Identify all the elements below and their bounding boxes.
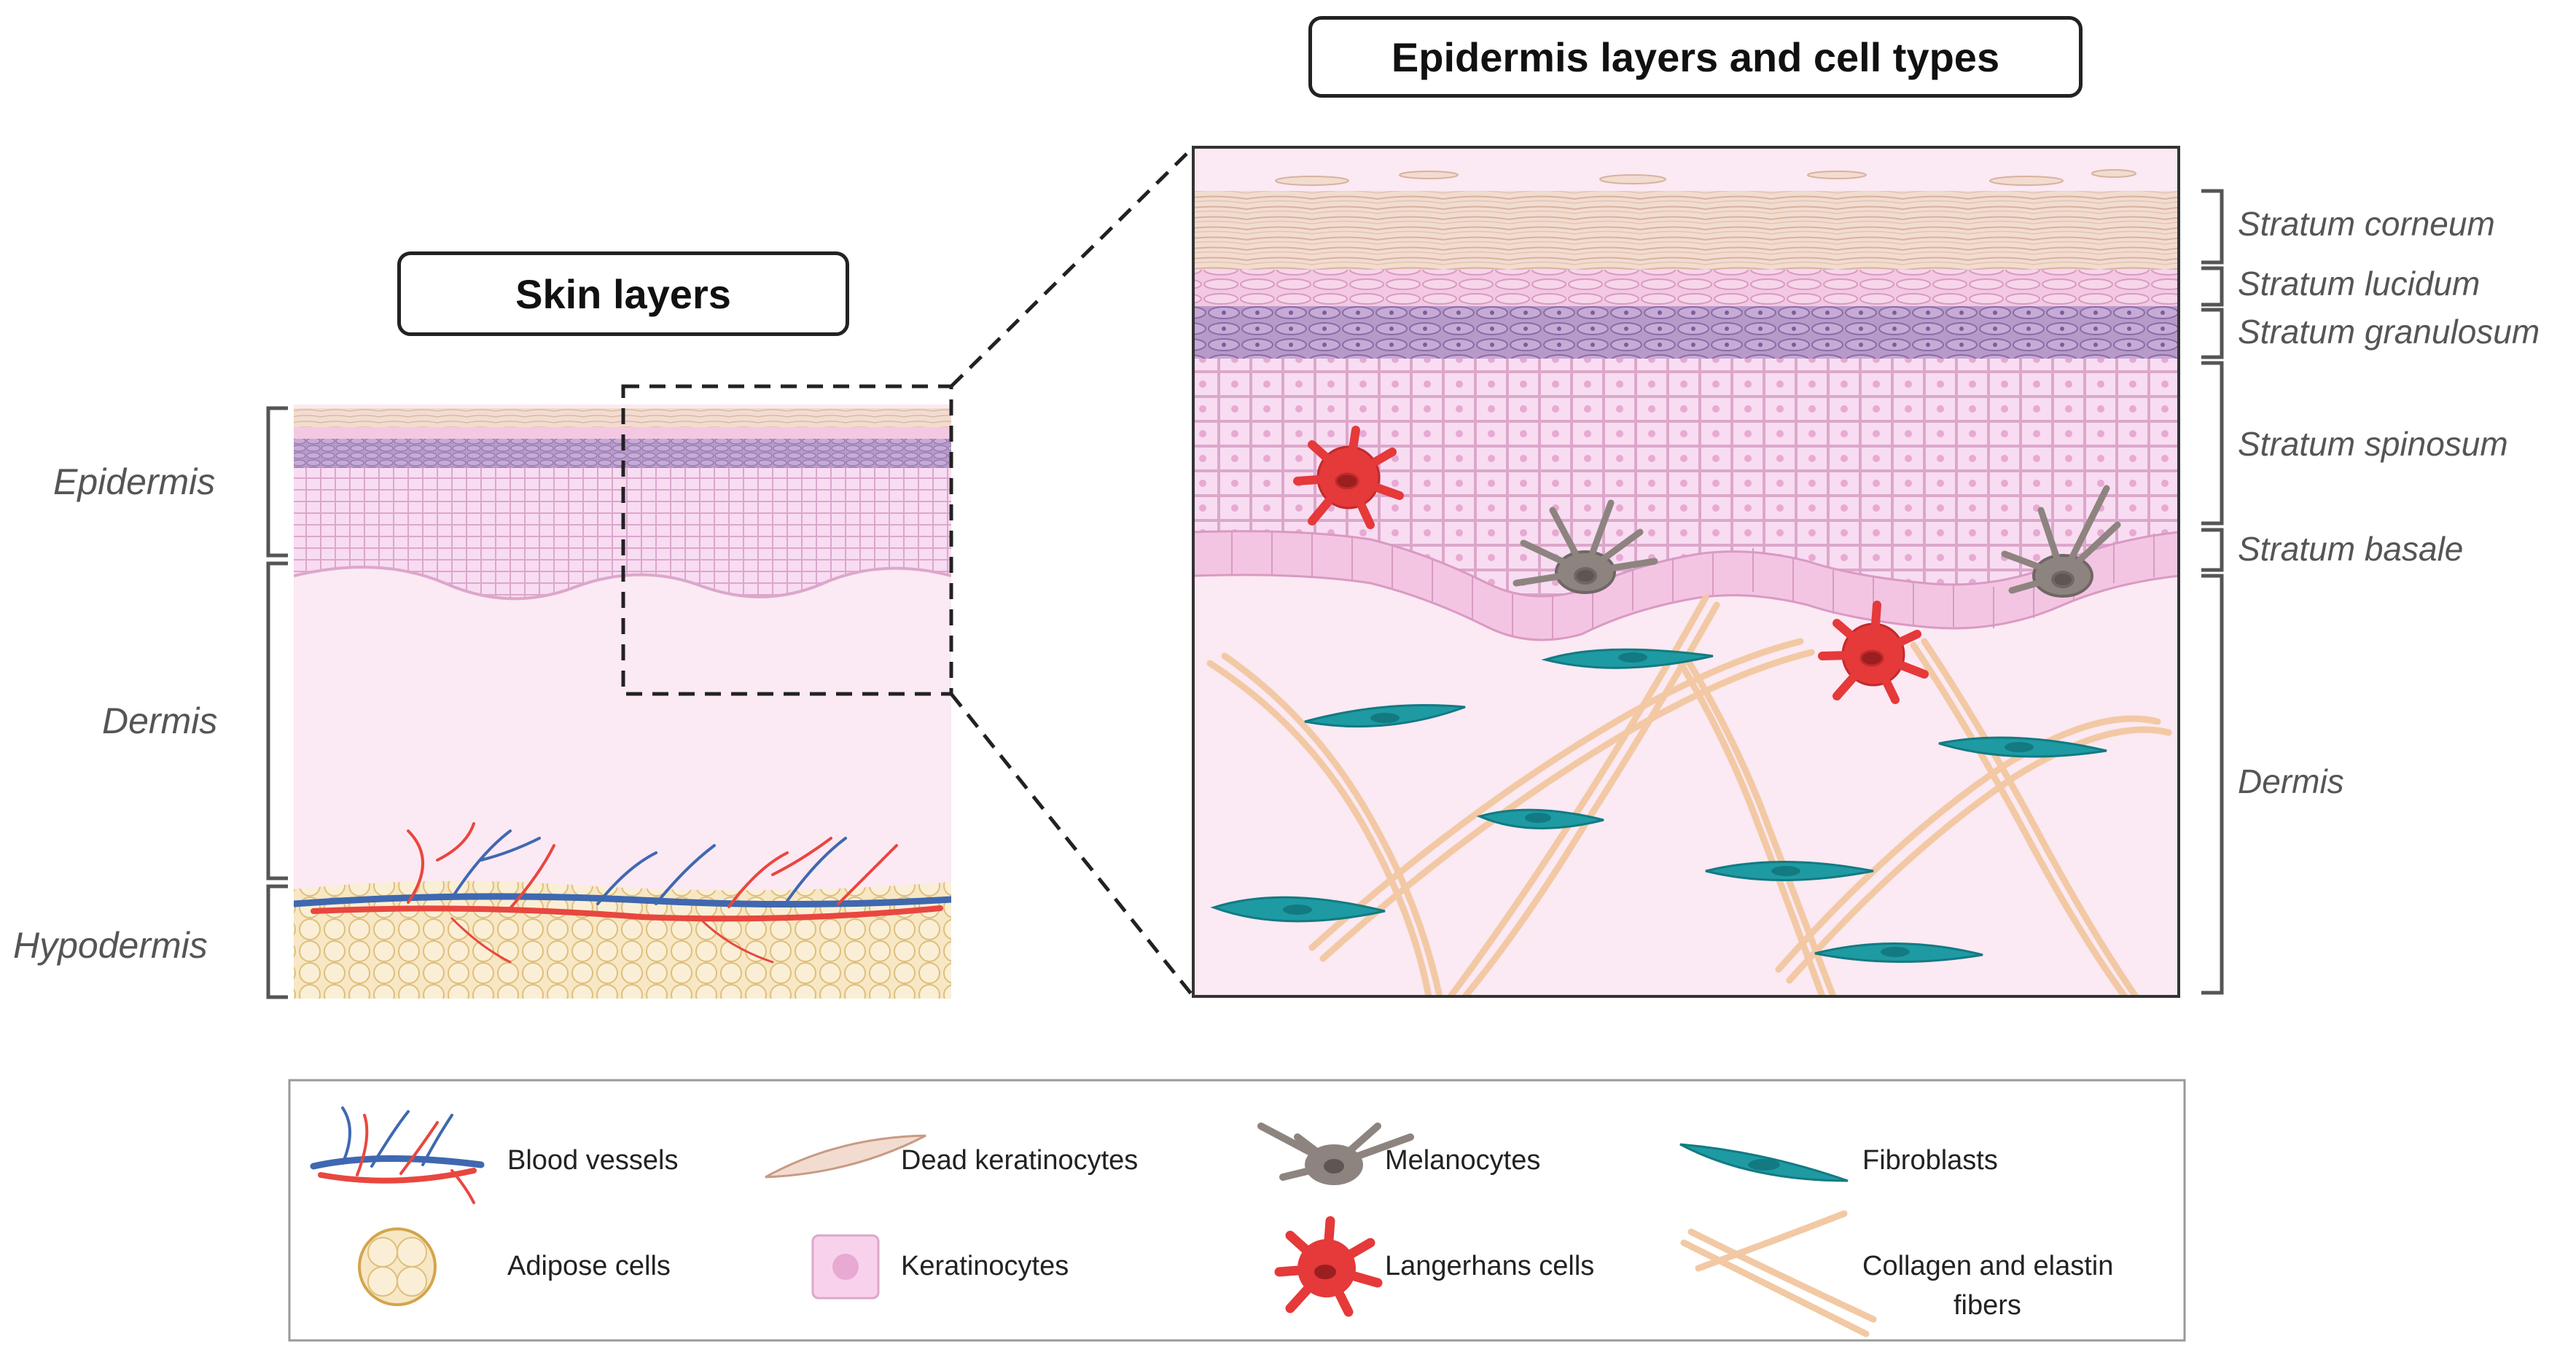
label-hypodermis: Hypodermis: [13, 925, 208, 966]
legend-melanocytes: Melanocytes: [1385, 1145, 1541, 1176]
legend-collagen-line2: fibers: [1954, 1290, 2021, 1321]
adipose-cells-icon: [358, 1227, 437, 1306]
epidermis-title: Epidermis layers and cell types: [1308, 16, 2083, 98]
left-skin-illustration: [294, 405, 951, 999]
fibroblast-nuclei: [1283, 652, 2034, 957]
keratinocytes-icon: [811, 1234, 880, 1300]
right-epidermis-illustration: [1193, 147, 2179, 996]
fibroblasts: [1210, 648, 2107, 963]
label-stratum-granulosum: Stratum granulosum: [2238, 313, 2540, 351]
dead-keratinocytes-icon: [765, 1134, 926, 1179]
label-stratum-basale: Stratum basale: [2238, 530, 2464, 568]
legend-fibroblasts: Fibroblasts: [1862, 1145, 1998, 1176]
skin-layers-title: Skin layers: [397, 251, 849, 336]
melanocytes-icon: [1257, 1122, 1414, 1185]
legend-adipose-cells: Adipose cells: [507, 1251, 671, 1281]
legend-langerhans-cells: Langerhans cells: [1385, 1251, 1595, 1281]
langerhans-cells: [1293, 426, 1929, 704]
langerhans-cells-icon: [1274, 1216, 1383, 1317]
zoom-box: [621, 146, 1195, 998]
melanocyte-cells: [1513, 485, 2121, 598]
label-right-dermis: Dermis: [2238, 762, 2344, 800]
label-dermis: Dermis: [102, 700, 218, 741]
zoom-frame: [1192, 146, 2180, 998]
label-epidermis: Epidermis: [53, 461, 216, 502]
collagen-fibers-icon: [1680, 1210, 1877, 1338]
right-brackets: [2201, 189, 2224, 995]
epidermis-title-text: Epidermis layers and cell types: [1391, 34, 2000, 80]
legend-blood-vessels: Blood vessels: [507, 1145, 679, 1176]
legend-box: [288, 1079, 2186, 1342]
legend-dead-keratinocytes: Dead keratinocytes: [901, 1145, 1139, 1176]
label-stratum-spinosum: Stratum spinosum: [2238, 425, 2508, 463]
fibroblasts-icon: [1679, 1143, 1849, 1182]
basale-cell-dividers: [1231, 531, 2155, 640]
legend-keratinocytes: Keratinocytes: [901, 1251, 1069, 1281]
corneum-flakes: [1275, 169, 2136, 186]
skin-layers-title-text: Skin layers: [515, 270, 731, 317]
label-stratum-lucidum: Stratum lucidum: [2238, 265, 2481, 302]
label-stratum-corneum: Stratum corneum: [2238, 205, 2495, 243]
left-blood-vessels: [294, 822, 951, 964]
left-brackets: [266, 406, 288, 999]
blood-vessels-icon: [310, 1106, 485, 1204]
legend-collagen-line1: Collagen and elastin: [1862, 1251, 2114, 1281]
